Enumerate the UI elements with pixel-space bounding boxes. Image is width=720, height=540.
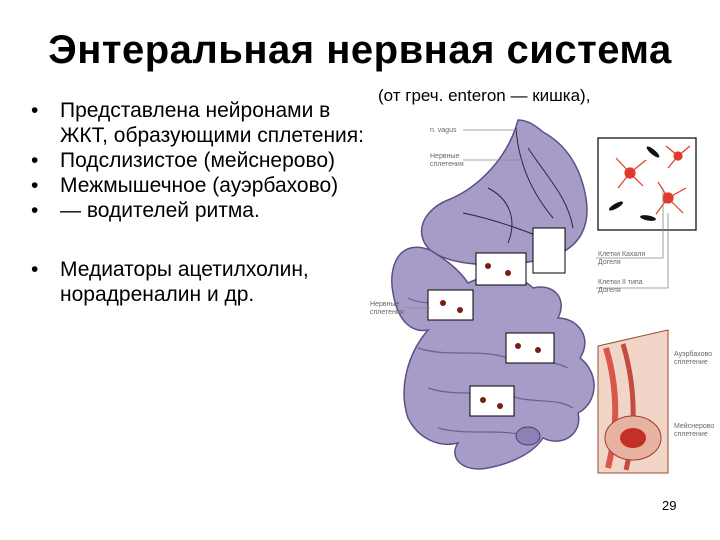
label-dogiel-2: Догеля (598, 287, 621, 294)
bullet-icon: • (31, 199, 39, 222)
label-cajal-2: Догеля (598, 259, 621, 266)
bullet-icon: • (31, 258, 39, 281)
bullet-icon: • (31, 174, 39, 197)
slide-title: Энтеральная нервная система (48, 28, 672, 72)
bullet-item: • Медиаторы ацетилхолин, норадреналин и д… (28, 257, 373, 307)
bullet-text: Представлена нейронами в ЖКТ, образующим… (60, 99, 364, 147)
bullet-icon: • (31, 149, 39, 172)
slide-subtitle: (от греч. enteron — кишка), (378, 86, 591, 105)
bullet-list: • Представлена нейронами в ЖКТ, образующи… (28, 98, 373, 307)
label-plexus-top-1: Нервные (430, 153, 459, 160)
bullet-text: Подслизистое (мейснерово) (60, 149, 336, 172)
label-plexus-left-2: сплетения (370, 309, 404, 316)
page-number: 29 (662, 498, 677, 513)
bullet-item: • Межмышечное (ауэрбахово) (28, 173, 373, 198)
intestinal-wall-drawing (597, 329, 669, 474)
label-auerbach-1: Ауэрбахово (674, 350, 712, 358)
bullet-icon: • (31, 99, 39, 122)
bullet-item: • Представлена нейронами в ЖКТ, образующи… (28, 98, 373, 148)
bullet-text: Межмышечное (ауэрбахово) (60, 174, 339, 197)
label-plexus-left-1: Нервные (370, 301, 399, 308)
enteric-nervous-system-illustration: n. vagus Нервные сплетения Нервные сплет… (370, 119, 714, 474)
bullet-text: Медиаторы ацетилхолин, норадреналин и др… (60, 258, 309, 306)
bullet-item: • — водителей ритма. (28, 198, 373, 223)
label-vagus: n. vagus (430, 127, 457, 134)
bullet-text: — водителей ритма. (60, 199, 260, 222)
label-plexus-top-2: сплетения (430, 161, 464, 168)
cajal-cells-inset (597, 137, 697, 231)
label-cajal-1: Клетки Кахаля (598, 251, 645, 258)
label-auerbach-2: сплетение (674, 359, 708, 366)
label-dogiel-1: Клетки II типа (598, 279, 643, 286)
label-leaders (408, 129, 669, 309)
label-meissner-2: сплетение (674, 431, 708, 438)
plexus-insets (427, 227, 566, 417)
bullet-item: • Подслизистое (мейснерово) (28, 148, 373, 173)
label-meissner-1: Мейснерово (674, 422, 714, 430)
